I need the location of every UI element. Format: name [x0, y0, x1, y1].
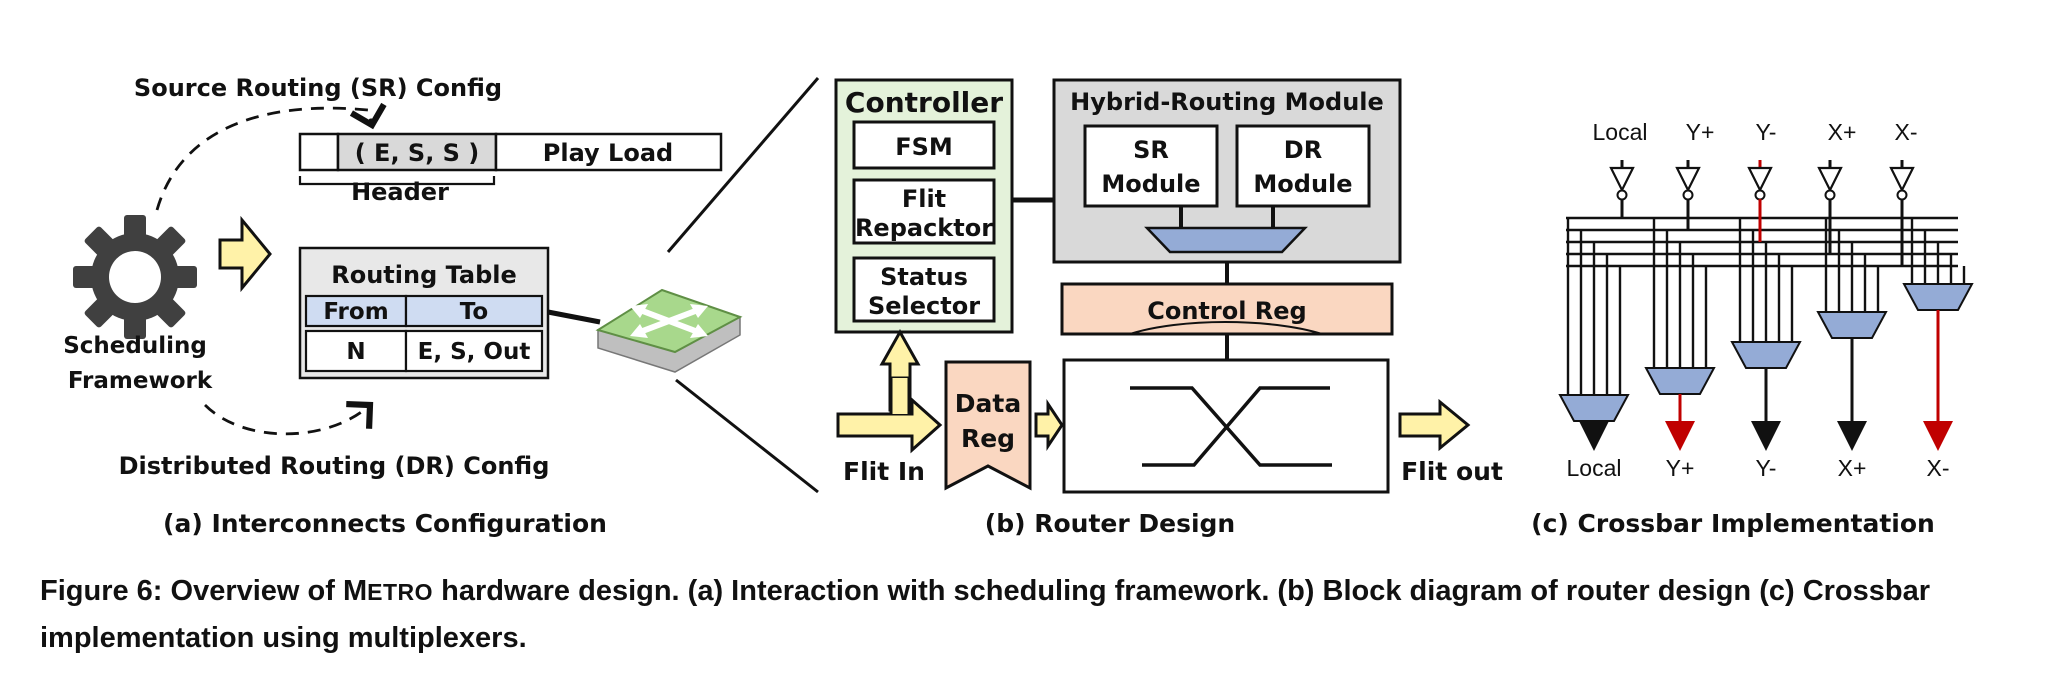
gear-icon: [73, 215, 197, 339]
multiplexer: [1902, 283, 1974, 311]
table-col-from: From: [323, 299, 388, 325]
control-reg-label: Control Reg: [1147, 297, 1307, 325]
caption-b: (b) Router Design: [985, 509, 1235, 538]
sr-config-dashed-arrow: [155, 102, 387, 211]
header-label: Header: [351, 178, 449, 206]
status-selector-line1: Status: [880, 263, 968, 291]
yellow-arrow-up: [879, 328, 921, 382]
dr-config-label: Distributed Routing (DR) Config: [119, 452, 550, 480]
buffer-icon: [1817, 166, 1843, 193]
flit-repacktor-line2: Repacktor: [855, 214, 993, 242]
hardware-design-diagram: Scheduling Framework Source Routing (SR)…: [63, 74, 1974, 538]
header-field-value: ( E, S, S ): [355, 139, 480, 167]
buffer-icon: [1675, 166, 1701, 193]
table-col-to: To: [460, 299, 488, 325]
sr-module-line2: Module: [1101, 170, 1200, 198]
caption-suffix: hardware design. (a) Interaction with sc…: [40, 575, 1931, 654]
caption-c: (c) Crossbar Implementation: [1531, 509, 1935, 538]
buffer-icon: [1747, 166, 1773, 193]
figure-caption: Figure 6: Overview of METRO hardware des…: [40, 568, 2030, 661]
scheduling-label-1: Scheduling: [63, 333, 207, 359]
caption-a: (a) Interconnects Configuration: [163, 509, 607, 538]
crossbar-input-label: X+: [1828, 119, 1857, 145]
caption-prefix: Figure 6: Overview of: [40, 575, 343, 607]
routing-table-title: Routing Table: [331, 261, 517, 289]
panel-b-router: Controller FSM Flit Repacktor Status Sel…: [834, 78, 1503, 538]
crossbar-input-label: Y+: [1686, 119, 1715, 145]
table-cell-from: N: [346, 339, 365, 365]
multiplexer: [1558, 394, 1630, 422]
yellow-arrow-flit-in: [836, 396, 943, 454]
scheduling-label-2: Framework: [68, 368, 213, 394]
table-cell-to: E, S, Out: [418, 339, 531, 365]
control-reg: [1060, 282, 1394, 336]
yellow-arrow-a: [218, 215, 272, 293]
payload-label: Play Load: [543, 139, 673, 167]
flit-in-label: Flit In: [843, 457, 925, 486]
crossover-icon: [1130, 386, 1332, 467]
multiplexer: [1644, 367, 1716, 395]
fsm-label: FSM: [895, 133, 953, 161]
caption-name-initial: M: [342, 575, 368, 607]
buffer-icon: [1609, 166, 1635, 193]
routing-table: Routing Table From To N E, S, Out: [298, 246, 550, 380]
multiplexer: [1816, 311, 1888, 339]
flit-repacktor-line1: Flit: [902, 185, 946, 213]
yellow-arrow-flit-out: [1398, 398, 1471, 452]
data-reg-line2: Reg: [961, 424, 1015, 453]
dr-config-dashed-arrow: [204, 400, 374, 436]
crossbar-input-label: Local: [1593, 119, 1648, 145]
yellow-arrow-small: [1034, 399, 1064, 451]
crossbar-output-label: Local: [1567, 455, 1622, 481]
crossbar-output-label: X-: [1927, 455, 1950, 481]
status-selector-line2: Selector: [868, 292, 980, 320]
hybrid-module-label: Hybrid-Routing Module: [1070, 88, 1384, 116]
caption-name-rest: ETRO: [367, 579, 434, 605]
crossbar-output-label: Y+: [1666, 455, 1695, 481]
dr-module-line2: Module: [1253, 170, 1352, 198]
router-icon: [595, 288, 743, 373]
flit-out-label: Flit out: [1401, 457, 1503, 486]
crossbar-output-label: Y-: [1756, 455, 1777, 481]
panel-a-interconnects: Scheduling Framework Source Routing (SR)…: [63, 74, 743, 538]
buffer-icon: [1889, 166, 1915, 193]
multiplexer: [1730, 341, 1802, 369]
packet-format: ( E, S, S ) Play Load Header: [298, 132, 723, 206]
crossbar-input-label: Y-: [1756, 119, 1777, 145]
crossbar-input-label: X-: [1895, 119, 1918, 145]
sr-config-label: Source Routing (SR) Config: [134, 74, 502, 102]
sr-module-line1: SR: [1133, 136, 1169, 164]
dr-module-line1: DR: [1284, 136, 1322, 164]
hybrid-mux: [1144, 226, 1308, 254]
controller-label: Controller: [845, 86, 1003, 119]
crossbar-output-label: X+: [1838, 455, 1867, 481]
data-reg-line1: Data: [955, 389, 1021, 418]
data-reg: Data Reg: [944, 360, 1032, 491]
